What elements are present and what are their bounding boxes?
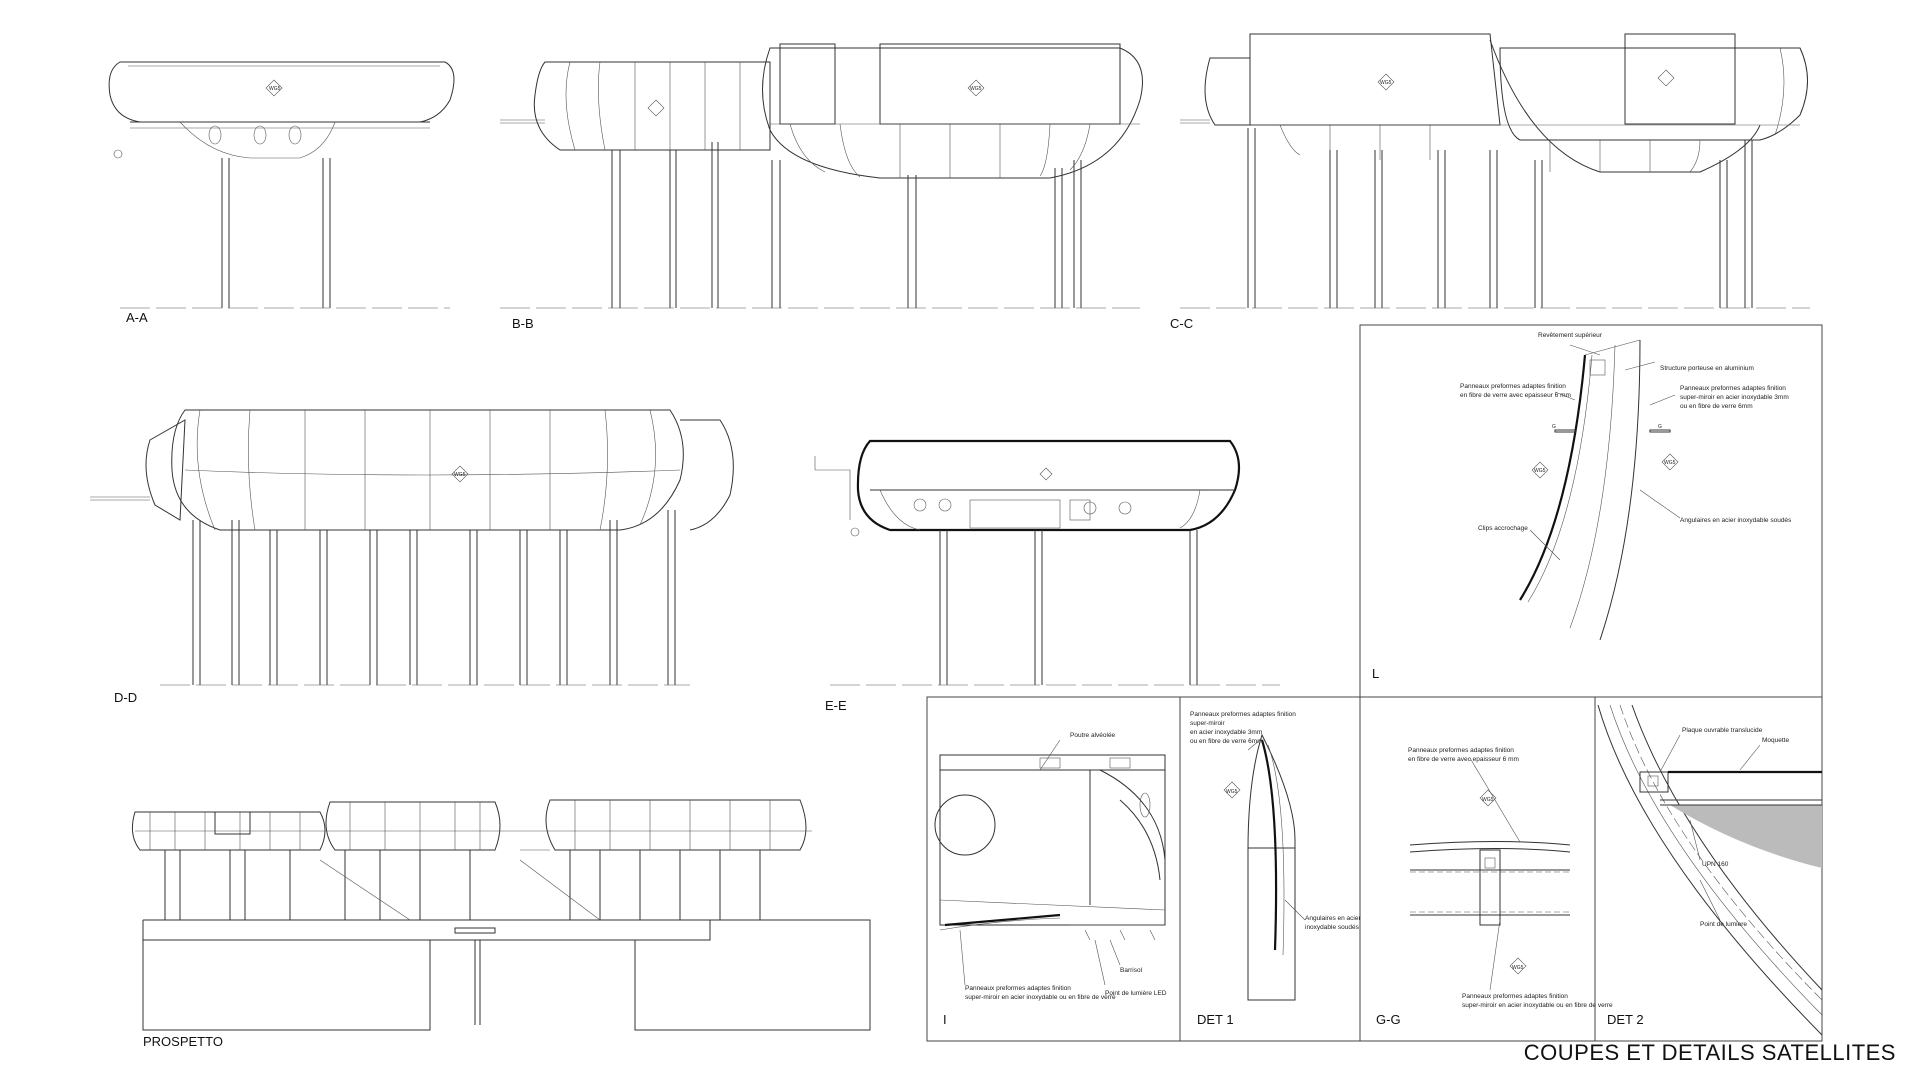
section-label-det1: DET 1 [1197,1012,1234,1027]
detail-i: Poutre alvéolée Barrisol Point de lumièr… [934,732,1167,1027]
note-det2-point: Point de lumiere [1700,921,1747,928]
note-panneaux-l-2: en fibre de verre avec epaisseur 6 mm [1460,392,1571,399]
note-panneaux-l-1: Panneaux preformes adaptes finition [1460,383,1566,390]
wg-tag: WG5 [1512,965,1524,971]
note-det1-4: ou en fibre de verre 6mm [1190,738,1263,745]
detail-det2: Plaque ouvrable translucide Moquette UPN… [1597,704,1823,1036]
section-aa: WG5 A-A [108,61,455,325]
note-point-led: Point de lumière LED [1105,990,1167,997]
note-det1-1: Panneaux preformes adaptes finition [1190,711,1296,718]
wg-tag: WG5 [454,472,466,478]
note-panneaux-r-2: super-miroir en acier inoxydable 3mm [1680,394,1789,401]
section-label-l: L [1372,666,1379,681]
note-det1-3: en acier inoxydable 3mm [1190,729,1262,736]
section-label-dd: D-D [114,690,137,705]
note-gg-top-1: Panneaux preformes adaptes finition [1408,747,1514,754]
note-gg-bot-2: super-miroir en acier inoxydable ou en f… [1462,1002,1613,1009]
wg-tag: WG5 [1482,797,1494,803]
note-panneaux-r-1: Panneaux preformes adaptes finition [1680,385,1786,392]
section-label-gg: G-G [1376,1012,1401,1027]
note-revetement: Revêtement supérieur [1538,332,1603,339]
detail-gg: WG5 WG5 Panneaux preformes adaptes finit… [1376,747,1613,1027]
note-panneaux-r-3: ou en fibre de verre 6mm [1680,403,1753,410]
wg-tag: WG5 [1534,468,1546,474]
wg-tag: WG5 [269,86,281,92]
wg-tag: WG5 [1664,460,1676,466]
note-det2-plaque: Plaque ouvrable translucide [1682,727,1763,734]
note-det1-2: super-miroir [1190,720,1226,727]
g-tag: G [1658,424,1662,430]
note-det2-upn: UPN 160 [1702,861,1729,868]
note-panneaux-i-2: super-miroir en acier inoxydable ou en f… [965,994,1116,1001]
detail-l: Revêtement supérieur Structure porteuse … [1359,324,1823,698]
section-label-det2: DET 2 [1607,1012,1644,1027]
note-clips: Clips accrochage [1478,525,1528,532]
wg-tag: WG5 [1226,789,1238,795]
section-label-aa: A-A [126,310,148,325]
section-label-i: I [943,1012,947,1027]
wg-tag: WG5 [970,86,982,92]
sheet-title: COUPES ET DETAILS SATELLITES [1523,1040,1896,1065]
section-label-bb: B-B [512,316,534,331]
note-det1-ang-1: Angulaires en acier [1305,915,1361,922]
section-label-ee: E-E [825,698,847,713]
note-det1-ang-2: inoxydable soudés [1305,924,1360,931]
note-det2-moquette: Moquette [1762,737,1789,744]
elevation-prospetto: PROSPETTO [131,799,871,1049]
g-tag: G [1552,424,1556,430]
note-gg-bot-1: Panneaux preformes adaptes finition [1462,993,1568,1000]
note-gg-top-2: en fibre de verre avec epaisseur 6 mm [1408,756,1519,763]
note-poutre: Poutre alvéolée [1070,732,1116,739]
section-cc: WG5 C-C [1170,33,1810,331]
section-ee: E-E [814,439,1280,713]
note-panneaux-i-1: Panneaux preformes adaptes finition [965,985,1071,992]
section-label-prospetto: PROSPETTO [143,1034,223,1049]
note-structure: Structure porteuse en aluminium [1660,365,1754,372]
section-label-cc: C-C [1170,316,1193,331]
note-barrisol: Barrisol [1120,967,1143,974]
detail-det1: WG5 Panneaux preformes adaptes finition … [1190,711,1361,1027]
section-dd: WG5 D-D [90,409,734,705]
wg-tag: WG5 [1380,80,1392,86]
note-angulaires: Angulaires en acier inoxydable soudés [1680,517,1792,524]
section-bb: WG5 B-B [500,43,1143,331]
detail-frames [926,696,1823,1042]
